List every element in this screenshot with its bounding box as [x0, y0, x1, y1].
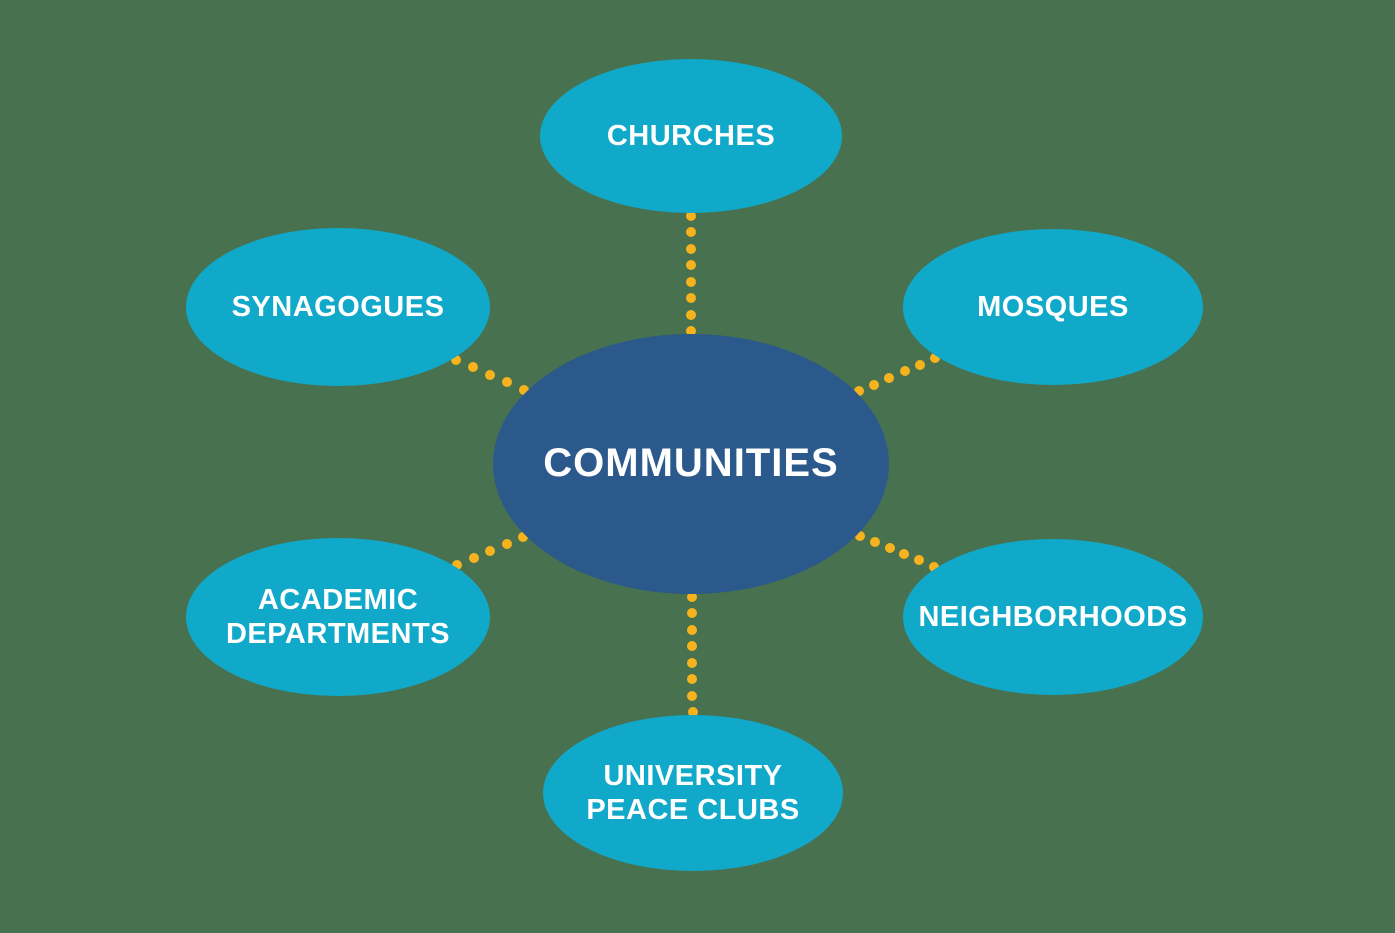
connector-dot: [899, 549, 910, 560]
node-neighborhoods-label: NEIGHBORHOODS: [918, 600, 1188, 633]
node-mosques-label: MOSQUES: [977, 290, 1129, 323]
connector-dot: [884, 542, 895, 553]
connector-dot: [502, 377, 513, 388]
node-academic-departments: ACADEMIC DEPARTMENTS: [186, 538, 490, 696]
node-academic-departments-label: ACADEMIC DEPARTMENTS: [225, 583, 451, 650]
connector-dot: [687, 657, 698, 668]
connector-dot: [501, 538, 512, 549]
node-university-peace-clubs: UNIVERSITY PEACE CLUBS: [543, 715, 843, 871]
node-communities-label: COMMUNITIES: [543, 441, 839, 486]
connector-dot: [519, 384, 530, 395]
connector-dot: [686, 276, 696, 287]
connector-dot: [869, 379, 880, 390]
connector-dot: [485, 546, 496, 556]
connector-dot: [686, 227, 696, 238]
node-churches-label: CHURCHES: [606, 119, 776, 152]
connector-dot: [687, 674, 698, 685]
connector-dot: [686, 260, 696, 271]
node-mosques: MOSQUES: [903, 229, 1203, 385]
connector-dot: [855, 530, 866, 541]
node-neighborhoods: NEIGHBORHOODS: [903, 539, 1203, 695]
connector-dot: [853, 386, 864, 397]
node-communities: COMMUNITIES: [493, 334, 889, 594]
connector-dot: [518, 531, 528, 542]
node-synagogues-label: SYNAGOGUES: [231, 290, 445, 323]
node-synagogues: SYNAGOGUES: [186, 228, 490, 386]
connector-dot: [485, 369, 496, 380]
connector-dot: [687, 641, 698, 652]
connector-dot: [452, 560, 463, 571]
connector-dot: [914, 555, 925, 566]
connector-dot: [451, 354, 462, 365]
connector-dot: [686, 243, 696, 254]
connector-dot: [687, 690, 698, 701]
connector-dot: [686, 591, 697, 602]
connector-dot: [468, 362, 479, 373]
connector-dot: [686, 211, 696, 221]
node-churches: CHURCHES: [540, 59, 842, 213]
connector-dot: [914, 359, 925, 370]
connector-dot: [687, 624, 697, 635]
connector-dot: [930, 353, 941, 364]
connector-dot: [468, 553, 479, 564]
connector-dot: [928, 561, 939, 572]
connector-dot: [884, 372, 895, 383]
connector-dot: [686, 608, 697, 619]
connector-dot: [869, 536, 880, 547]
connector-dot: [686, 309, 696, 320]
node-university-peace-clubs-label: UNIVERSITY PEACE CLUBS: [586, 759, 800, 826]
connector-dot: [899, 366, 910, 377]
connector-dot: [687, 707, 698, 717]
connector-dot: [686, 326, 696, 336]
connector-dot: [686, 293, 696, 304]
